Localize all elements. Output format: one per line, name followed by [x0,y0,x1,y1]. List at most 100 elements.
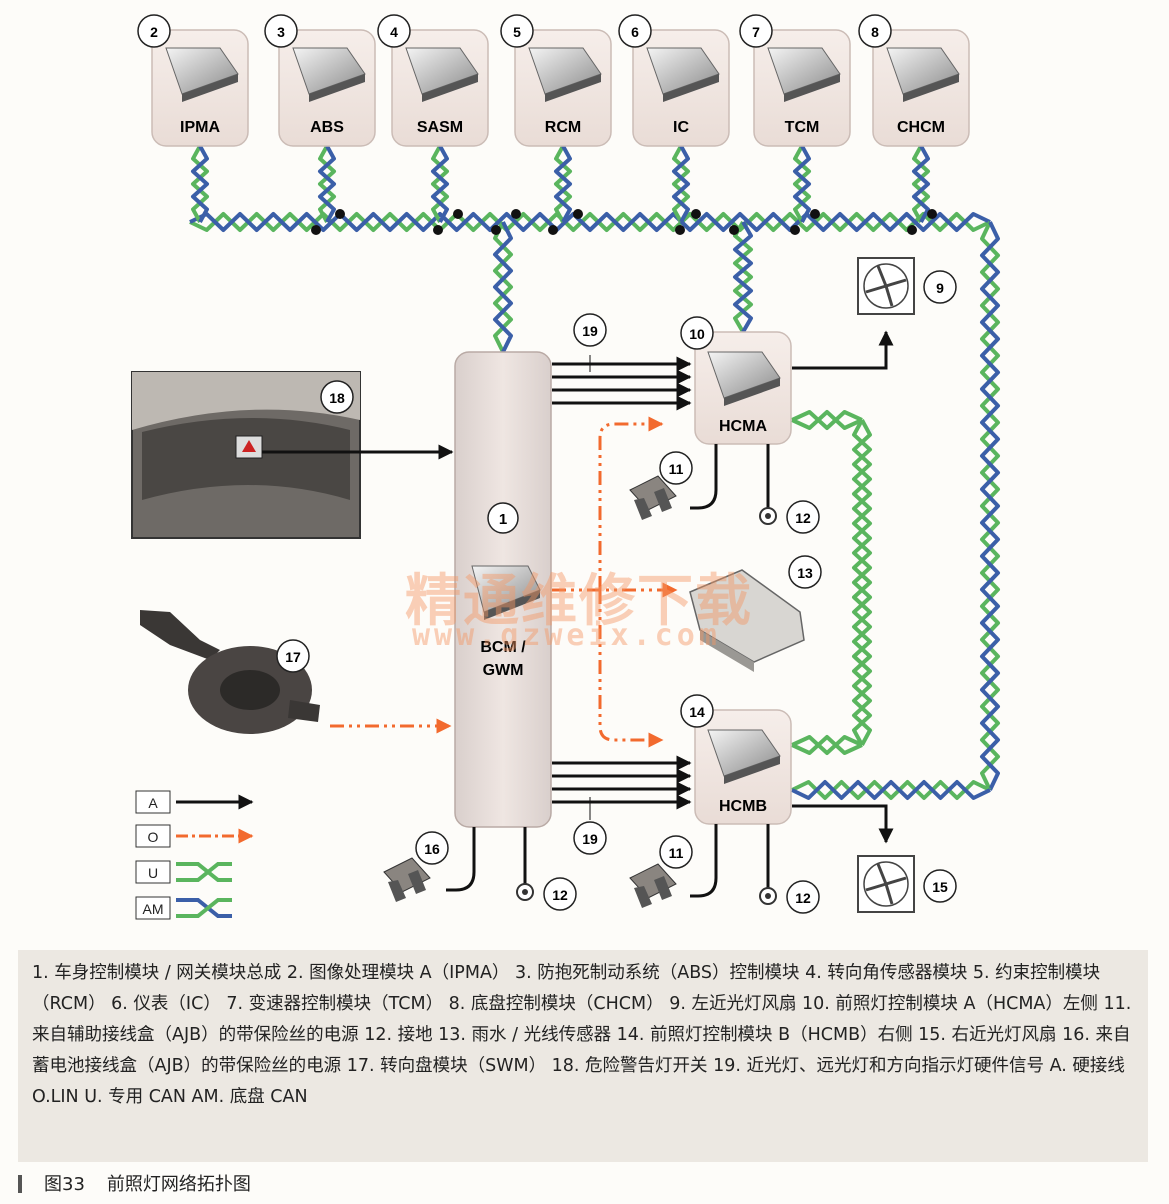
module-label: TCM [785,119,820,136]
can-drop [793,145,811,223]
can-trunk [980,221,1000,791]
figure-caption: 1. 车身控制模块 / 网关模块总成 2. 图像处理模块 A（IPMA） 3. … [18,950,1148,1162]
ground-c-icon: 12 [516,827,577,911]
fuse-a-icon: 11 [629,451,693,520]
svg-text:12: 12 [552,887,568,903]
can-drop [318,145,336,223]
module-chip-icon [405,47,479,102]
legend: A O U AM [135,790,254,920]
can-private-hcma-hcmb [852,419,872,746]
figure-number: 图33 [44,1174,85,1195]
svg-text:U: U [148,865,158,881]
can-drop [554,145,572,223]
module-label: IPMA [180,119,220,136]
ground-a-icon: 12 [759,444,820,534]
bcm-gwm-module[interactable]: 1 BCM / GWM [454,351,552,828]
rain-light-sensor-icon: 13 [689,555,822,672]
hcma-number: 10 [689,326,705,342]
callout-19-lower: 19 [573,821,607,855]
hcmb-module[interactable]: HCMB 14 [680,694,792,825]
figure-title-bar [18,1175,22,1193]
hcma-fan-wire [792,330,894,370]
module-ic[interactable]: IC 6 [618,14,730,147]
can-trunk [791,780,991,800]
svg-text:11: 11 [669,845,684,861]
can-drop-hcma [733,220,753,334]
module-number: 4 [390,24,398,40]
can-drop [672,145,690,223]
hcmb-number: 14 [689,704,705,720]
can-trunk [980,221,1000,791]
can-drop [672,145,690,223]
module-label: IC [673,119,689,136]
svg-text:O: O [148,829,159,845]
fuse-battery-icon: 16 [383,831,449,902]
can-drop-bcm [493,221,513,353]
hardwire-signals-upper [552,356,692,411]
hcmb-label: HCMB [719,798,767,815]
module-number: 3 [277,24,285,40]
fuse-a-wire [690,444,718,510]
svg-text:13: 13 [797,565,813,581]
svg-text:19: 19 [582,323,598,339]
can-drop [431,145,449,223]
can-private-hcma-hcmb [791,410,863,430]
can-drop [912,145,930,223]
module-rcm[interactable]: RCM 5 [500,14,612,147]
bcm-chip-icon [471,565,541,620]
can-private-hcma-hcmb [852,419,872,746]
legend-item-u: U [135,860,232,884]
hcmb-chip-icon [707,729,781,784]
can-private-hcma-hcmb [791,735,863,755]
can-private-hcma-hcmb [791,410,863,430]
svg-text:11: 11 [669,461,684,477]
hcma-module[interactable]: HCMA 10 [680,316,792,445]
module-tcm[interactable]: TCM 7 [739,14,851,147]
figure-title-line: 图33 前照灯网络拓扑图 [18,1170,251,1196]
can-private-hcma-hcmb [791,735,863,755]
module-label: ABS [310,119,344,136]
can-drop [191,145,209,223]
can-trunk [791,780,991,800]
module-chip-icon [886,47,960,102]
legend-item-a: A [135,790,254,814]
module-chip-icon [646,47,720,102]
bcm-label-line1: BCM / [480,639,526,656]
can-trunk [189,212,991,232]
fan-right-icon: 15 [857,855,957,913]
module-number: 8 [871,24,879,40]
fuse-b-wire [690,824,718,898]
fuse-battery-wire [446,827,476,892]
lin-bus-wires [330,416,678,748]
hcma-chip-icon [707,351,781,406]
hcmb-fan-wire [792,804,894,844]
svg-text:15: 15 [932,879,948,895]
svg-text:A: A [148,795,158,811]
figure-title: 前照灯网络拓扑图 [106,1174,251,1195]
hcma-label: HCMA [719,418,767,435]
module-label: RCM [545,119,581,136]
ground-b-icon: 12 [759,824,820,914]
can-bus-wires [189,145,1000,800]
module-chip-icon [767,47,841,102]
module-abs[interactable]: ABS 3 [264,14,376,147]
fan-left-icon: 9 [857,257,957,315]
svg-text:18: 18 [329,390,345,406]
can-drop [793,145,811,223]
legend-item-o: O [135,824,254,848]
module-number: 7 [752,24,760,40]
module-chip-icon [528,47,602,102]
module-number: 6 [631,24,639,40]
module-chip-icon [165,47,239,102]
svg-text:16: 16 [424,841,440,857]
can-drop [912,145,930,223]
bcm-number: 1 [499,511,507,528]
can-drop-hcma [733,220,753,334]
svg-text:AM: AM [143,901,164,917]
module-number: 5 [513,24,521,40]
